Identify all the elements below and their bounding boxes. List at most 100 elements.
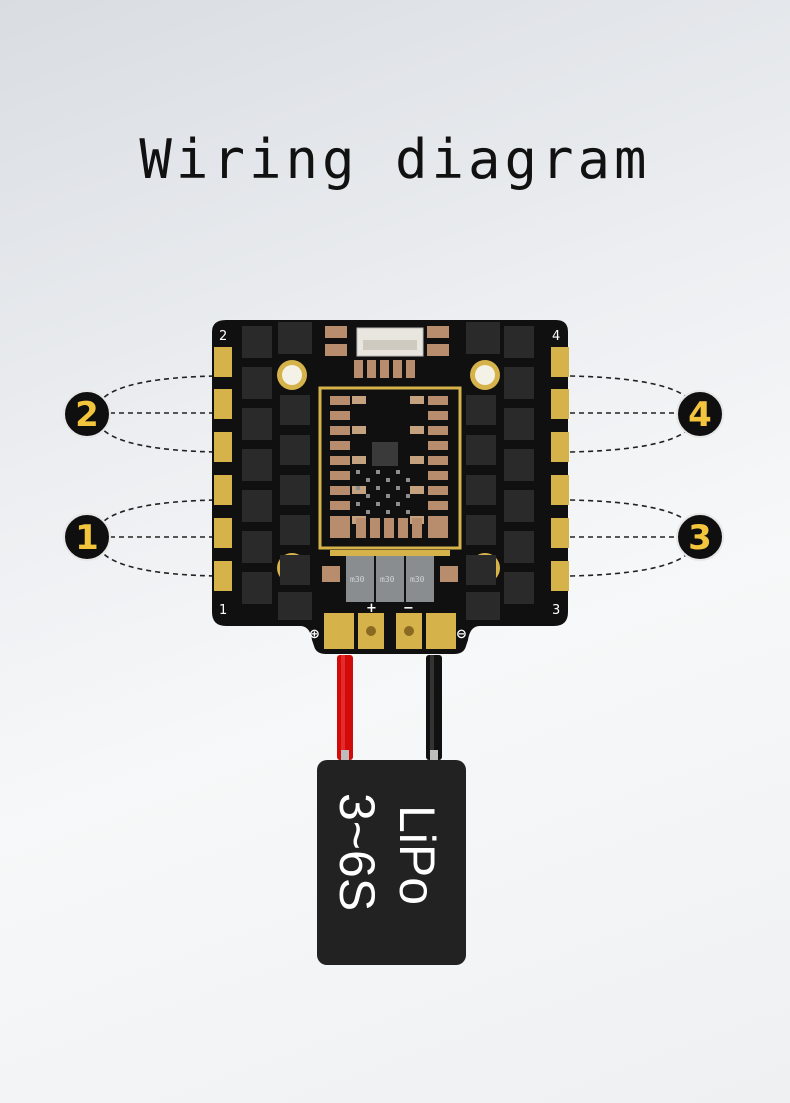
badge-number-4: 4 [688,395,712,435]
esc-board: 2 4 1 3 m30 m30 m30 ⊕ + [212,320,569,654]
page-title: Wiring diagram [139,128,651,191]
badge-circle [63,513,111,561]
corner-label-3: 3 [552,603,560,618]
badge-circle [63,390,111,438]
mosfet-chip [280,395,310,425]
motor-pad [551,432,569,462]
via [396,486,400,490]
via [356,486,360,490]
motor-badge-1: 1 [63,513,111,561]
positive-sign: + [366,601,377,616]
via [356,502,360,506]
mosfet-chip [280,475,310,505]
corner-label-2: 2 [219,329,227,344]
mosfet-chip [280,435,310,465]
connection-line-4a [569,375,697,415]
resistor [352,396,366,404]
battery-wires [337,655,442,766]
resistor [410,486,424,494]
resistor [370,518,380,538]
capacitor [330,456,350,465]
capacitor [428,456,448,465]
via [366,494,370,498]
capacitor [428,471,448,480]
mosfet-label: m30 [380,575,395,584]
mosfet-chip [504,490,534,522]
motor-pad [214,347,232,377]
capacitor [428,426,448,435]
mosfet-label: m30 [410,575,425,584]
capacitor [428,396,448,405]
capacitor [330,486,350,495]
via [356,470,360,474]
motor-pad [214,518,232,548]
via [406,494,410,498]
capacitor [325,326,347,338]
capacitor [428,486,448,495]
badge-circle [676,390,724,438]
mosfet-chip [280,515,310,545]
motor-pad [551,518,569,548]
mosfet-chip [280,555,310,585]
capacitor [428,441,448,450]
capacitor [330,411,350,420]
mosfet-chip [242,449,272,481]
connection-line-3a [569,499,697,538]
power-mosfets: m30 m30 m30 [346,556,434,602]
capacitor [330,471,350,480]
capacitor [330,441,350,450]
battery-cells-label: 3~6S [329,793,385,911]
mosfet-label: m30 [350,575,365,584]
via [376,502,380,506]
mosfet-chip [504,531,534,563]
mosfet-chip [466,515,496,545]
badge-number-3: 3 [688,518,712,558]
via [396,470,400,474]
mosfet-chip [242,326,272,358]
mosfet-chip [242,490,272,522]
resistor [410,426,424,434]
signal-connector [356,327,424,357]
mcu-chip [372,442,398,466]
capacitor [330,396,350,405]
resistor [356,518,366,538]
resistor [410,456,424,464]
via [376,486,380,490]
corner-label-4: 4 [552,329,560,344]
capacitor [428,518,448,538]
resistor [393,360,402,378]
mosfet-chip [242,367,272,399]
capacitor [322,566,340,582]
motor-badge-3: 3 [676,513,724,561]
mosfet-chip [504,326,534,358]
battery-body [317,760,466,965]
capacitor [330,518,350,538]
capacitor [428,501,448,510]
resistor [398,518,408,538]
mosfet-chip [242,572,272,604]
mosfet-chip [466,435,496,465]
badge-number-1: 1 [75,518,99,558]
motor-pad [214,475,232,505]
resistor [384,518,394,538]
power-pad [324,613,354,649]
resistor [412,518,422,538]
resistor [352,456,366,464]
mosfet [406,556,434,602]
mosfet-chip [278,592,312,620]
via [386,510,390,514]
lipo-battery: LiPo 3~6S [317,760,466,965]
mosfet-chip [466,395,496,425]
motor-badge-2: 2 [63,390,111,438]
mosfet-chip [504,408,534,440]
mosfet-chip [242,531,272,563]
connection-line-4c [569,413,697,453]
positive-wire [337,655,353,760]
connection-line-1c [95,536,215,577]
capacitor [440,566,458,582]
corner-label-1: 1 [219,603,227,618]
resistor [406,360,415,378]
motor-pad [551,347,569,377]
power-pad [426,613,456,649]
